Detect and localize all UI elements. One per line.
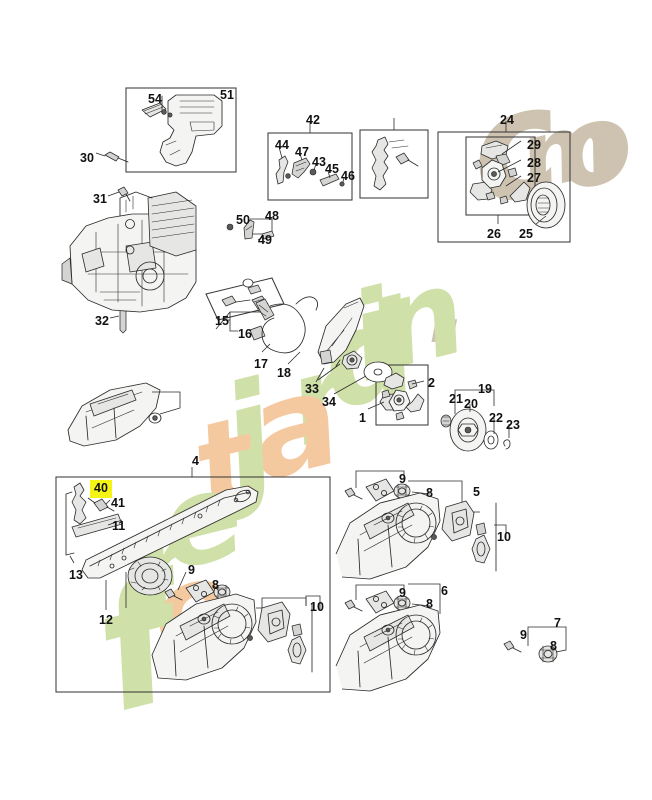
small-parts-48-50 [226,218,275,241]
callout-25: 25 [519,227,533,241]
callout-18: 18 [277,366,291,380]
screw-9-cover6 [344,584,405,612]
callout-32: 32 [95,314,109,328]
screw-31 [107,186,131,202]
callout-5: 5 [473,485,480,499]
callout-9-nut: 9 [520,628,527,642]
cover-body-5 [335,492,441,580]
callout-9-cover5: 9 [399,472,406,486]
cylinder-fins [147,191,197,257]
callout-41: 41 [111,496,125,510]
callout-23: 23 [506,418,520,432]
callout-26: 26 [487,227,501,241]
screw-30 [95,151,129,163]
callout-19: 19 [478,382,492,396]
cover-body-6 [335,604,441,692]
box-sprocket [375,364,429,426]
bar-plate-kit [371,118,419,191]
clutch-shoe-assembly-1 [367,372,425,421]
callout-34: 34 [322,395,336,409]
callout-16: 16 [238,327,252,341]
oil-line-assembly [228,296,365,383]
callout-11: 11 [112,519,126,533]
plate-34 [363,361,393,383]
callout-8-bar: 8 [212,578,219,592]
side-cover-top [67,382,181,447]
callout-54: 54 [148,92,162,106]
callout-47: 47 [295,145,309,159]
callout-8-cover5: 8 [426,486,433,500]
screw-9-cover5 [344,470,405,500]
bar-chain-group [65,467,321,681]
callout-15: 15 [215,314,229,328]
tensioner-10-cover5 [441,500,507,572]
callout-46: 46 [341,169,355,183]
sprocket-wheel [127,556,173,596]
callout-13: 13 [69,568,83,582]
callout-10-bar: 10 [310,600,324,614]
callout-27: 27 [527,171,541,185]
cover-assembly-5 [335,470,507,580]
top-handle-51 [159,94,223,167]
callout-45: 45 [325,162,339,176]
callout-28: 28 [527,156,541,170]
drive-parts-33-34 [317,350,393,395]
callout-33: 33 [305,382,319,396]
callout-31: 31 [93,192,107,206]
saw-chain-12 [89,491,251,567]
screw-9-bar [164,571,187,601]
callout-7: 7 [554,616,561,630]
callout-49: 49 [258,233,272,247]
engine-housing-assembly [61,94,223,334]
box-clutch-outer [437,131,571,243]
callout-22: 22 [489,411,503,425]
callout-9-cover6: 9 [399,586,406,600]
callout-51: 51 [220,88,234,102]
box-bar-plate [359,129,429,199]
guide-bar [81,485,259,579]
cover-assembly-6 [335,583,441,692]
callout-1: 1 [359,411,366,425]
callout-10-cover5: 10 [497,530,511,544]
callout-24: 24 [500,113,514,127]
washer-22 [483,430,499,450]
callout-50: 50 [236,213,250,227]
tensioner-screw-41 [93,498,109,512]
callout-21: 21 [449,392,463,406]
grommet-16 [249,325,266,341]
box-bar-chain [55,476,331,693]
tensioner-plate-40 [71,482,87,525]
callout-2: 2 [428,376,435,390]
callout-8-cover6: 8 [426,597,433,611]
box-clutch-inner [465,136,536,216]
tensioner-10-inner [256,595,321,673]
screw-32 [109,309,127,334]
clip-23 [503,439,511,450]
callout-29: 29 [527,138,541,152]
lever-kit-42 [275,122,345,187]
box-handle-guard [125,87,237,173]
callout-17: 17 [254,357,268,371]
callout-8-nut: 8 [550,639,557,653]
callout-30: 30 [80,151,94,165]
callout-44: 44 [275,138,289,152]
nut-kit-7 [503,626,567,663]
oil-hose-17 [261,303,306,354]
callout-40-highlighted: 40 [90,480,112,498]
callout-4: 4 [192,454,199,468]
callout-9-bar: 9 [188,563,195,577]
callout-48: 48 [265,209,279,223]
rim-sprocket-assembly [440,389,511,452]
handle-arm [141,102,167,118]
callout-12: 12 [99,613,113,627]
clutch-assembly [469,121,566,229]
clip-plate [185,579,215,603]
callout-43: 43 [312,155,326,169]
chain-cover-inner [151,593,257,681]
callout-20: 20 [464,397,478,411]
callout-42: 42 [306,113,320,127]
clutch-drum-25 [526,181,566,229]
callout-6: 6 [441,584,448,598]
